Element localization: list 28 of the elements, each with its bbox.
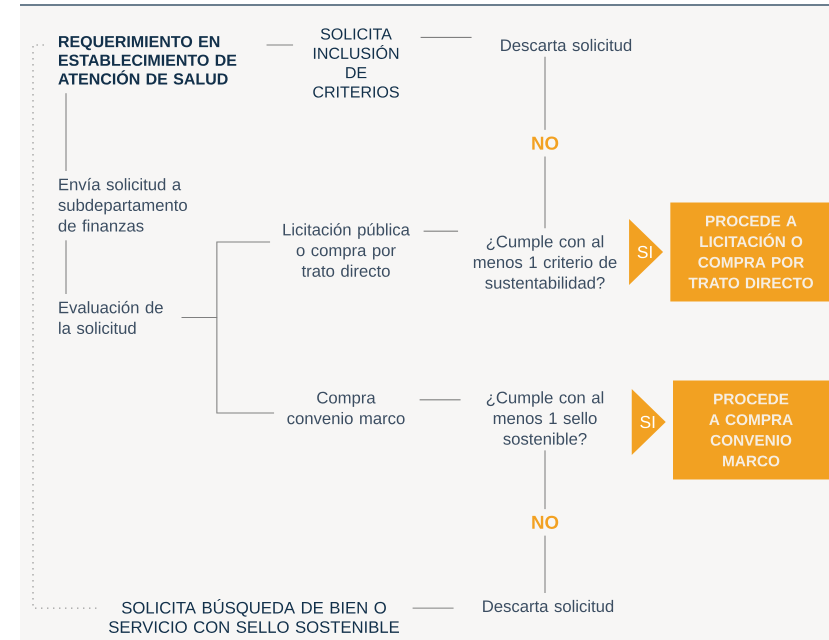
connector-line xyxy=(412,608,454,609)
result-box: PROCEDE A COMPRA CONVENIO MARCO xyxy=(673,380,829,480)
step-text: Evaluación de la solicitud xyxy=(59,300,163,334)
chevron-arrow xyxy=(629,219,664,285)
option-text: Licitación pública o compra por trato directo xyxy=(283,223,410,277)
edge-label: NO xyxy=(524,509,566,536)
connector-line xyxy=(182,316,274,414)
edge-label: SI xyxy=(640,416,654,428)
connector-line xyxy=(420,36,472,38)
result-box: PROCEDE A LICITACIÓN O COMPRA POR TRATO DIRECTO xyxy=(670,202,829,302)
action-text: SOLICITA INCLUSIÓN DE CRITERIOS xyxy=(313,28,399,98)
edge-label: NO xyxy=(524,130,566,156)
connector-line xyxy=(65,240,67,294)
edge-label: SI xyxy=(638,246,652,258)
chevron-arrow xyxy=(632,389,666,455)
step-text: Envía solicitud a subdepartamento de finanzas xyxy=(58,178,187,232)
connector-line xyxy=(420,399,461,400)
outcome-text: Descarta solicitud xyxy=(483,600,614,612)
question-text: ¿Cumple con al menos 1 sello sostenible? xyxy=(486,391,604,445)
heading-text: REQUERIMIENTO EN ESTABLECIMIENTO DE ATENCIÓN DE SALUD xyxy=(58,36,236,85)
connector-line xyxy=(266,44,294,46)
connector-line xyxy=(424,230,458,232)
heading-text: SOLICITA BÚSQUEDA DE BIEN O SERVICIO CON SELLO SOSTENIBLE xyxy=(109,599,399,633)
outcome-text: Descarta solicitud xyxy=(501,38,632,52)
question-text: ¿Cumple con al menos 1 criterio de sustentabilidad? xyxy=(474,235,616,289)
option-text: Compra convenio marco xyxy=(287,392,405,424)
connector-line xyxy=(65,93,67,171)
dotted-connector xyxy=(32,44,96,609)
